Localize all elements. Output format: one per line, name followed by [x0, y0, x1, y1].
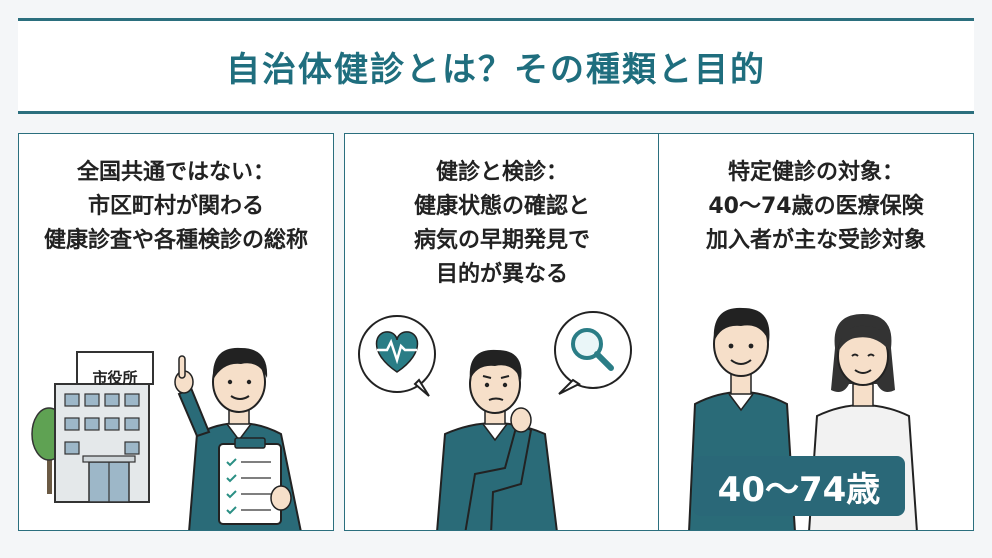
- card-line: 健康診査や各種検診の総称: [43, 228, 308, 253]
- card-line: 健康状態の確認と: [413, 194, 590, 219]
- card-line: 健診と検診：: [435, 160, 568, 185]
- card-line: 目的が異なる: [435, 262, 568, 287]
- title-band: 自治体健診とは？その種類と目的: [18, 18, 974, 114]
- illustration-thinking-man: [358, 311, 632, 530]
- magnifier-icon: [554, 311, 632, 395]
- building-sign: 市役所: [92, 369, 138, 387]
- clipboard-icon: [218, 437, 282, 525]
- page-title: 自治体健診とは？その種類と目的: [226, 49, 766, 90]
- pointing-hand-icon: [174, 355, 194, 394]
- card-line: 40～74歳の医療保険: [708, 194, 924, 219]
- card-municipal: 全国共通ではない： 市区町村が関わる 健康診査や各種検診の総称: [18, 133, 334, 531]
- heart-pulse-icon: [358, 315, 436, 397]
- card-checkup-vs-screening: 健診と検診： 健康状態の確認と 病気の早期発見で 目的が異なる: [344, 133, 660, 531]
- man-thinking: [436, 349, 558, 530]
- card-specific-checkup: 特定健診の対象： 40～74歳の医療保険 加入者が主な受診対象 40～74歳: [658, 133, 974, 531]
- card-text: 健診と検診： 健康状態の確認と 病気の早期発見で 目的が異なる: [345, 156, 659, 292]
- card-text: 特定健診の対象： 40～74歳の医療保険 加入者が主な受診対象: [659, 156, 973, 258]
- card-line: 加入者が主な受診対象: [705, 228, 926, 253]
- age-range-badge: 40～74歳: [693, 456, 905, 516]
- card-text: 全国共通ではない： 市区町村が関わる 健康診査や各種検診の総称: [19, 156, 333, 258]
- illustration-city-hall: [31, 347, 302, 530]
- building-icon: [54, 351, 154, 503]
- man-presenter: [174, 347, 302, 530]
- card-line: 特定健診の対象：: [727, 160, 904, 185]
- card-line: 病気の早期発見で: [413, 228, 590, 253]
- card-line: 全国共通ではない：: [76, 160, 275, 185]
- card-line: 市区町村が関わる: [87, 194, 264, 219]
